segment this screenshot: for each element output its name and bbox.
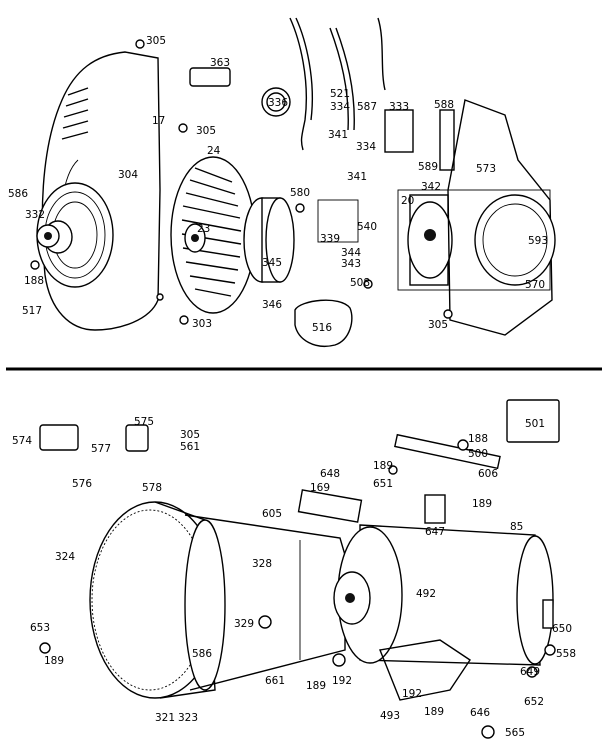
bottom-part-labels: 574 577 576 575 305 561 578 501 188 500 …: [12, 416, 576, 739]
part-label: 516: [312, 322, 332, 334]
part-label: 521: [330, 88, 350, 100]
part-label: 508: [350, 277, 370, 289]
part-label: 169: [310, 482, 330, 494]
part-label: 334: [356, 141, 376, 153]
part-label: 565: [505, 727, 525, 739]
part-label: 304: [118, 169, 138, 181]
part-label: 593: [528, 235, 548, 247]
part-label: 341: [347, 171, 367, 183]
part-label: 363: [210, 57, 230, 69]
part-label: 189: [424, 706, 444, 718]
part-label: 328: [252, 558, 272, 570]
part-label: 17: [152, 115, 165, 127]
part-label: 501: [525, 418, 545, 430]
part-label: 305: [146, 35, 166, 47]
part-label: 493: [380, 710, 400, 722]
part-label: 189: [373, 460, 393, 472]
part-label: 587: [357, 101, 377, 113]
part-label: 577: [91, 443, 111, 455]
part-label: 323: [178, 712, 198, 724]
part-label: 321: [155, 712, 175, 724]
part-label: 558: [556, 648, 576, 660]
part-label: 324: [55, 551, 75, 563]
backplate: [447, 99, 556, 336]
part-label: 649: [520, 666, 540, 678]
part-label: 189: [306, 680, 326, 692]
flywheel: [170, 156, 295, 314]
starter-generator: [89, 501, 554, 701]
part-label: 650: [552, 623, 572, 635]
part-label: 580: [290, 187, 310, 199]
part-label: 334: [330, 101, 350, 113]
part-label: 20: [401, 195, 414, 207]
part-label: 576: [72, 478, 92, 490]
part-label: 305: [180, 429, 200, 441]
part-label: 646: [470, 707, 490, 719]
part-label: 575: [134, 416, 154, 428]
part-label: 586: [8, 188, 28, 200]
part-label: 329: [234, 618, 254, 630]
small-hardware-bottom: [39, 399, 560, 739]
part-label: 589: [418, 161, 438, 173]
part-label: 605: [262, 508, 282, 520]
blower-housing: [36, 51, 161, 331]
part-label: 647: [425, 526, 445, 538]
part-label: 332: [25, 209, 45, 221]
gasket-516: [294, 299, 353, 347]
part-label: 661: [265, 675, 285, 687]
housing-vents: [61, 87, 89, 140]
part-label: 339: [320, 233, 340, 245]
wiring-harness: [261, 17, 386, 151]
part-label: 573: [476, 163, 496, 175]
ignition-parts: [317, 109, 551, 291]
part-label: 341: [328, 129, 348, 141]
part-label: 344: [341, 247, 361, 259]
part-label: 345: [262, 257, 282, 269]
part-label: 570: [525, 279, 545, 291]
part-label: 517: [22, 305, 42, 317]
part-label: 189: [44, 655, 64, 667]
top-part-labels: 305 363 336 521 334 587 333 588 341 334 …: [8, 35, 548, 334]
part-label: 188: [468, 433, 488, 445]
part-label: 85: [510, 521, 523, 533]
part-label: 24: [207, 145, 221, 157]
part-label: 492: [416, 588, 436, 600]
part-label: 188: [24, 275, 44, 287]
part-label: 561: [180, 441, 200, 453]
part-label: 343: [341, 258, 361, 270]
part-label: 305: [428, 319, 448, 331]
part-label: 346: [262, 299, 282, 311]
part-label: 192: [332, 675, 352, 687]
part-label: 652: [524, 696, 544, 708]
part-label: 586: [192, 648, 212, 660]
part-label: 540: [357, 221, 377, 233]
part-label: 189: [472, 498, 492, 510]
part-label: 578: [142, 482, 162, 494]
part-label: 342: [421, 181, 441, 193]
small-hardware-top: [30, 39, 453, 325]
part-label: 651: [373, 478, 393, 490]
part-label: 305: [196, 125, 216, 137]
part-label: 574: [12, 435, 32, 447]
part-label: 303: [192, 318, 212, 330]
part-label: 23: [197, 223, 210, 235]
part-label: 192: [402, 688, 422, 700]
part-label: 336: [268, 97, 288, 109]
part-label: 333: [389, 101, 409, 113]
part-label: 588: [434, 99, 454, 111]
part-label: 653: [30, 622, 50, 634]
part-label: 648: [320, 468, 340, 480]
part-label: 500: [468, 448, 488, 460]
part-label: 606: [478, 468, 498, 480]
